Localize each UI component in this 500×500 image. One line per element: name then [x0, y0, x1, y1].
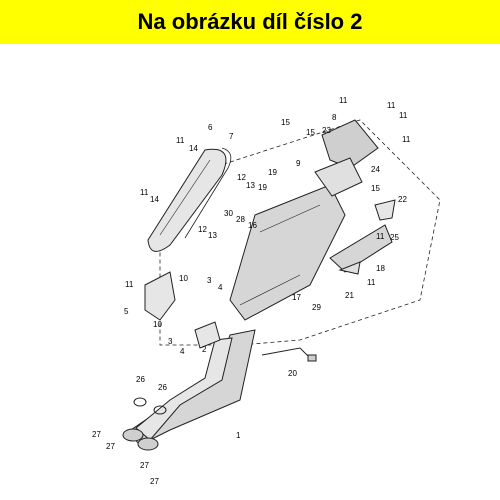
label-16: 16: [248, 221, 257, 230]
label-27d: 27: [150, 477, 159, 486]
side-guard: [374, 199, 396, 221]
oxygen-sensor: [261, 347, 313, 361]
label-14b: 14: [150, 195, 159, 204]
label-10a: 10: [179, 274, 188, 283]
label-11i: 11: [376, 232, 385, 241]
label-20: 20: [288, 369, 297, 378]
protector: [329, 224, 393, 273]
label-11f: 11: [140, 188, 149, 197]
label-22: 22: [398, 195, 407, 204]
label-5: 5: [124, 307, 129, 316]
diagram-svg: 1 2 3 3 4 4 5 6 7 8 9 10 10 11 11 11 11 …: [92, 96, 441, 486]
label-8: 8: [332, 113, 337, 122]
part-labels: 1 2 3 3 4 4 5 6 7 8 9 10 10 11 11 11 11 …: [92, 96, 411, 486]
label-21: 21: [345, 291, 354, 300]
label-2: 2: [202, 345, 207, 354]
pipe-flange-2: [137, 437, 159, 451]
cover-plate: [184, 147, 232, 239]
label-26b: 26: [158, 383, 167, 392]
label-25: 25: [390, 233, 399, 242]
gasket-2: [153, 405, 167, 415]
page-title: Na obrázku díl číslo 2: [137, 9, 363, 34]
label-14a: 14: [189, 144, 198, 153]
label-12a: 12: [237, 173, 246, 182]
label-15b: 15: [306, 128, 315, 137]
bracket: [144, 271, 176, 321]
label-1: 1: [236, 431, 241, 440]
gasket-1: [133, 397, 147, 407]
label-19b: 19: [258, 183, 267, 192]
label-11g: 11: [125, 280, 134, 289]
label-18: 18: [376, 264, 385, 273]
label-15c: 15: [371, 184, 380, 193]
label-3a: 3: [207, 276, 212, 285]
label-27c: 27: [140, 461, 149, 470]
label-11c: 11: [399, 111, 408, 120]
label-9: 9: [296, 159, 301, 168]
label-11a: 11: [339, 96, 348, 105]
label-10b: 10: [153, 320, 162, 329]
label-26a: 26: [136, 375, 145, 384]
label-11h: 11: [367, 278, 376, 287]
label-12b: 12: [198, 225, 207, 234]
label-11d: 11: [402, 135, 411, 144]
label-7: 7: [229, 132, 234, 141]
label-4a: 4: [218, 283, 223, 292]
heat-shield: [147, 148, 227, 252]
clamp: [194, 321, 221, 349]
label-11b: 11: [387, 101, 396, 110]
label-4b: 4: [180, 347, 185, 356]
exploded-parts-diagram: 1 2 3 3 4 4 5 6 7 8 9 10 10 11 11 11 11 …: [0, 44, 500, 500]
label-30: 30: [224, 209, 233, 218]
label-28: 28: [236, 215, 245, 224]
label-6: 6: [208, 123, 213, 132]
label-3b: 3: [168, 337, 173, 346]
pipe-flange-1: [122, 428, 144, 442]
muffler-body: [229, 184, 346, 321]
header-banner: Na obrázku díl číslo 2: [0, 0, 500, 44]
label-27a: 27: [92, 430, 101, 439]
label-27b: 27: [106, 442, 115, 451]
end-cap: [321, 119, 379, 169]
label-15a: 15: [281, 118, 290, 127]
label-11e: 11: [176, 136, 185, 145]
label-17: 17: [292, 293, 301, 302]
label-19a: 19: [268, 168, 277, 177]
label-29: 29: [312, 303, 321, 312]
label-13b: 13: [208, 231, 217, 240]
label-23: 23: [322, 126, 331, 135]
label-24: 24: [371, 165, 380, 174]
label-13a: 13: [246, 181, 255, 190]
